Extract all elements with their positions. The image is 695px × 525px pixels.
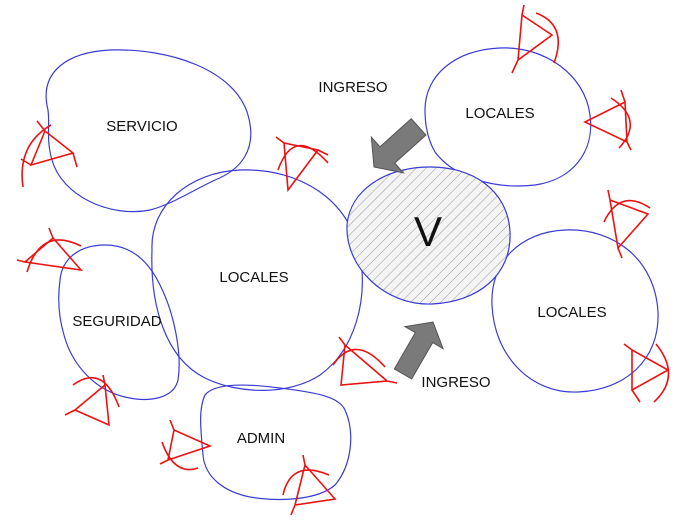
zone-locales-top-right-bubble [424,47,592,187]
zone-seguridad-bubble [58,244,180,400]
view-cone-icon [282,454,337,516]
view-cone-icon [64,374,120,427]
zone-label-seguridad: SEGURIDAD [72,313,161,330]
zone-label-servicio: SERVICIO [106,118,177,135]
entrance-arrow-icon [370,117,427,174]
entrance-label-top: INGRESO [318,79,387,96]
view-cone-icon [159,419,213,471]
zone-locales-right-bubble [491,229,659,393]
zone-servicio-bubble [45,49,252,213]
entrance-arrow-icon [393,321,445,380]
zone-label-locales-right: LOCALES [537,304,606,321]
zone-label-locales-center: LOCALES [219,269,288,286]
view-cone-icon [603,189,651,259]
view-cone-icon [511,4,560,74]
zone-label-vestibule: V [414,208,442,255]
view-cone-icon [332,336,398,386]
entrance-label-bottom: INGRESO [421,374,490,391]
view-cone-icon [583,89,632,151]
zone-label-locales-top-right: LOCALES [465,105,534,122]
view-cone-icon [623,343,670,403]
zone-admin-bubble [200,384,352,501]
view-cone-icon [20,120,78,188]
view-cone-icon [16,227,84,273]
zone-locales-center-bubble [151,169,363,391]
view-cone-icon [275,136,329,193]
zone-label-admin: ADMIN [237,430,285,447]
